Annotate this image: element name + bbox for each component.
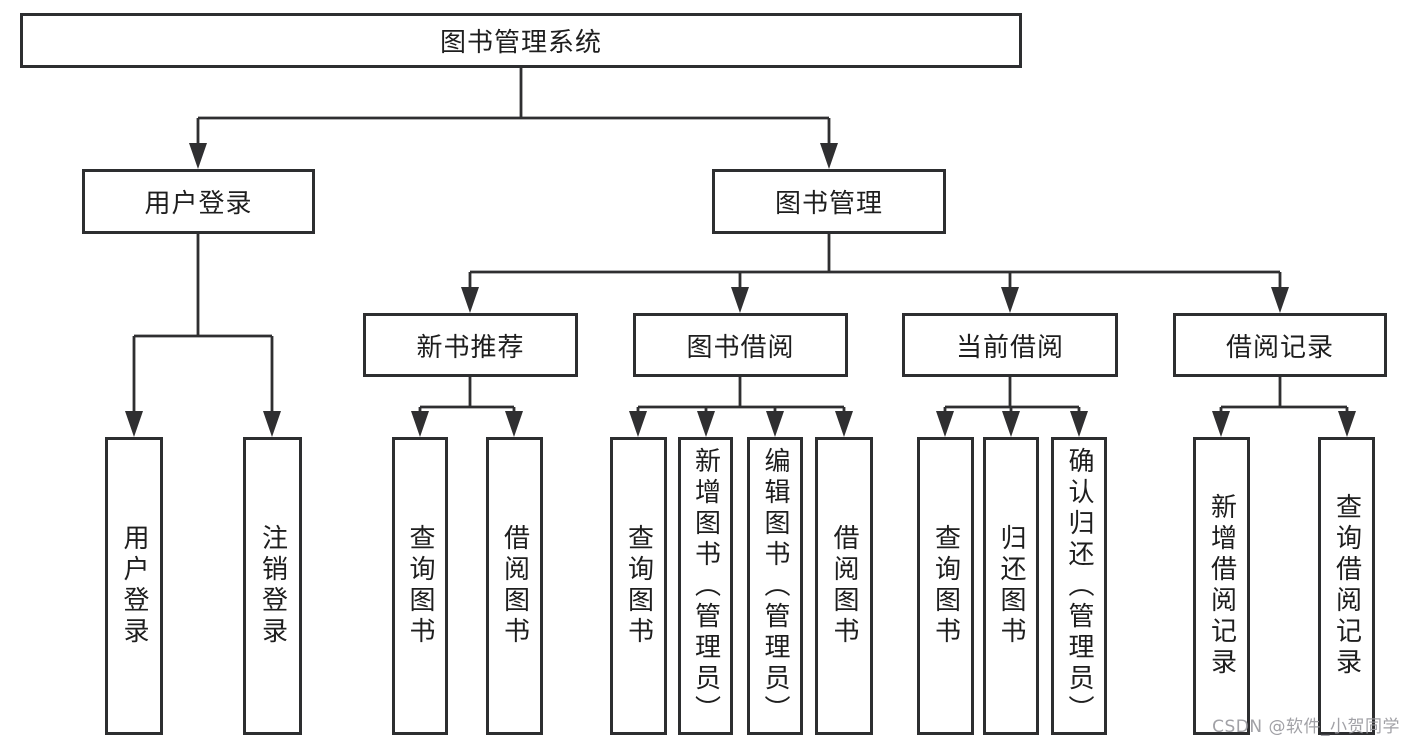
csdn-watermark: CSDN @软件_小贺同学: [1212, 717, 1400, 737]
node-leaf-confirm-return-admin: 确认归还（管理员）: [1051, 437, 1107, 735]
leaf-label: 用户登录: [119, 524, 149, 648]
node-root: 图书管理系统: [20, 13, 1022, 68]
node-leaf-logout-login: 注销登录: [243, 437, 302, 735]
node-leaf-edit-books-admin: 编辑图书（管理员）: [747, 437, 803, 735]
leaf-label: 查询图书: [930, 524, 961, 648]
node-book-management: 图书管理: [712, 169, 946, 234]
node-leaf-return-books: 归还图书: [983, 437, 1039, 735]
leaf-label: 新增借阅记录: [1206, 493, 1237, 679]
node-leaf-query-borrow-record: 查询借阅记录: [1318, 437, 1375, 735]
node-book-borrowing: 图书借阅: [633, 313, 848, 377]
node-leaf-borrow-books-recommend: 借阅图书: [486, 437, 543, 735]
leaf-label: 注销登录: [257, 524, 288, 648]
leaf-label: 查询图书: [623, 524, 654, 648]
leaf-label: 借阅图书: [499, 524, 530, 648]
node-current-borrowing: 当前借阅: [902, 313, 1118, 377]
leaf-label: 查询借阅记录: [1331, 493, 1362, 679]
leaf-label: 查询图书: [405, 524, 435, 648]
node-leaf-borrow-books-borrowing: 借阅图书: [815, 437, 873, 735]
node-leaf-user-login: 用户登录: [105, 437, 163, 735]
leaf-label: 新增图书（管理员）: [690, 446, 721, 726]
node-leaf-query-books-current: 查询图书: [917, 437, 974, 735]
node-leaf-query-books-recommend: 查询图书: [392, 437, 448, 735]
leaf-label: 确认归还（管理员）: [1064, 446, 1094, 726]
node-borrowing-records: 借阅记录: [1173, 313, 1387, 377]
leaf-label: 编辑图书（管理员）: [760, 446, 790, 726]
node-new-book-recommend: 新书推荐: [363, 313, 578, 377]
leaf-label: 归还图书: [996, 524, 1026, 648]
node-leaf-add-borrow-record: 新增借阅记录: [1193, 437, 1250, 735]
node-leaf-query-books-borrowing: 查询图书: [610, 437, 667, 735]
node-leaf-add-books-admin: 新增图书（管理员）: [678, 437, 733, 735]
leaf-label: 借阅图书: [829, 524, 859, 648]
node-user-login: 用户登录: [82, 169, 315, 234]
